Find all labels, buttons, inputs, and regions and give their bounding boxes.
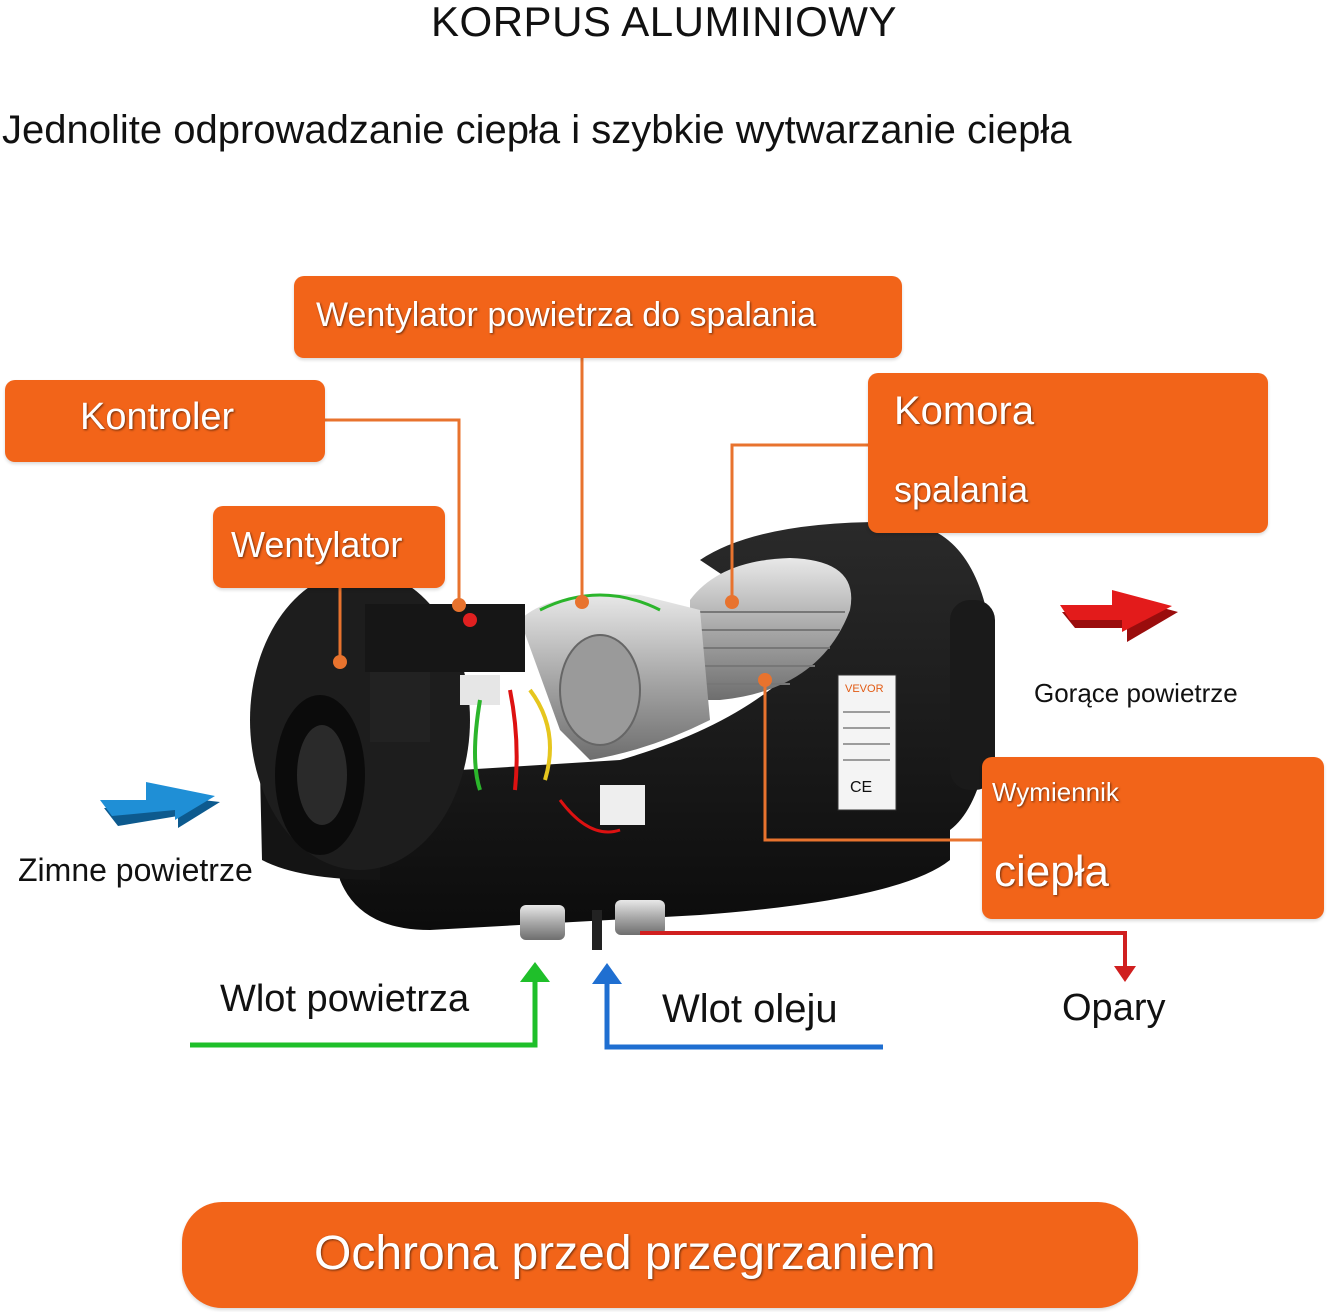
- air-inlet-label: Wlot powietrza: [220, 978, 470, 1020]
- cold-air-label: Zimne powietrze: [18, 852, 253, 888]
- oil-inlet-line: [592, 963, 883, 1050]
- callout-exchanger-line1: Wymiennik: [992, 777, 1119, 807]
- callout-chamber-line2: spalania: [894, 469, 1029, 510]
- fumes-line: [640, 931, 1136, 982]
- callout-leader-lines: [325, 358, 985, 842]
- callout-exchanger-line2: ciepła: [994, 847, 1109, 896]
- hot-air-label: Gorące powietrze: [1034, 678, 1238, 708]
- hot-air-arrow: [1060, 590, 1178, 642]
- fumes-label: Opary: [1062, 987, 1166, 1029]
- overheat-protection-banner: Ochrona przed przegrzaniem: [182, 1202, 1138, 1308]
- air-inlet-line: [190, 962, 550, 1048]
- device-brand-text: VEVOR: [845, 683, 884, 695]
- heater-device: VEVOR CE: [250, 521, 995, 950]
- cold-air-arrow: [100, 782, 220, 828]
- callout-controller-text: Kontroler: [80, 396, 235, 438]
- callout-fan-text: Wentylator: [231, 524, 403, 565]
- device-cert-text: CE: [850, 779, 872, 796]
- callout-fan: Wentylator: [213, 506, 445, 588]
- callout-combustion-chamber: Komora spalania: [868, 373, 1268, 533]
- callout-chamber-line1: Komora: [894, 389, 1035, 433]
- callout-combustion-fan-text: Wentylator powietrza do spalania: [316, 296, 817, 334]
- page-title: KORPUS ALUMINIOWY: [431, 0, 897, 45]
- oil-inlet-label: Wlot oleju: [662, 987, 838, 1031]
- callout-heat-exchanger: Wymiennik ciepła: [982, 757, 1324, 919]
- page-subtitle: Jednolite odprowadzanie ciepła i szybkie…: [2, 108, 1072, 152]
- overheat-protection-text: Ochrona przed przegrzaniem: [314, 1227, 936, 1280]
- callout-controller: Kontroler: [5, 380, 325, 462]
- callout-combustion-fan: Wentylator powietrza do spalania: [294, 276, 902, 358]
